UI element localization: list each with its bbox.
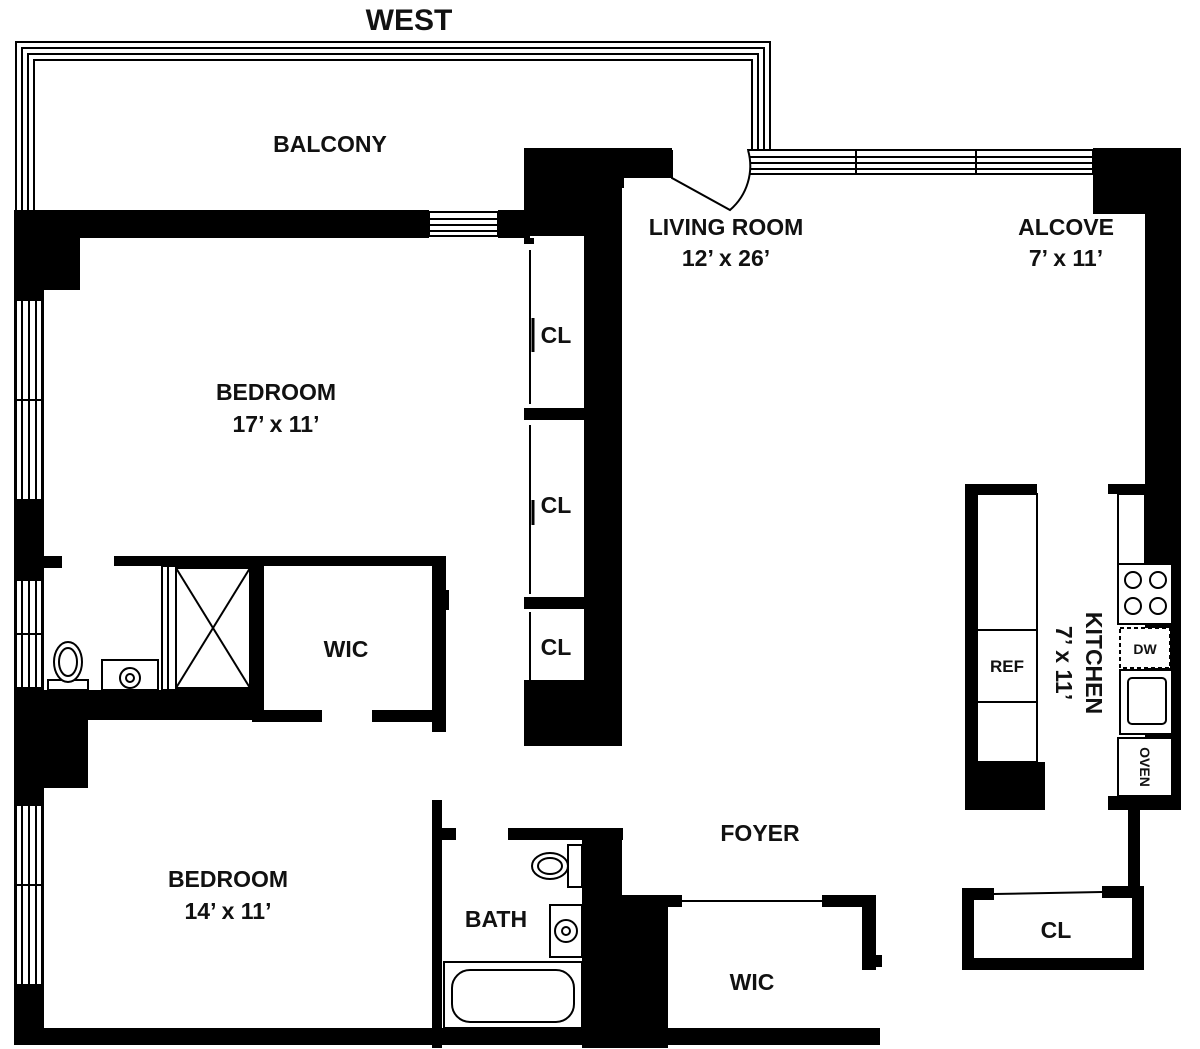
bath-1-fixtures — [47, 565, 253, 691]
dw-label: DW — [1133, 641, 1157, 657]
cl-3-label: CL — [541, 634, 572, 660]
alcove-label: ALCOVE — [1018, 214, 1114, 240]
bath-2-fixtures — [443, 844, 583, 1029]
bedroom-2-label: BEDROOM — [168, 866, 288, 892]
bedroom-1-dims: 17’ x 11’ — [233, 411, 320, 437]
kitchen-dims: 7’ x 11’ — [1051, 626, 1077, 700]
living-room-label: LIVING ROOM — [649, 214, 804, 240]
balcony-label: BALCONY — [273, 131, 387, 157]
doors — [443, 149, 1103, 902]
living-room-dims: 12’ x 26’ — [682, 245, 770, 271]
foyer-label: FOYER — [720, 820, 800, 846]
ref-label: REF — [990, 657, 1024, 676]
kitchen-fixtures — [976, 493, 1173, 797]
cl-1-label: CL — [541, 322, 572, 348]
bath-label: BATH — [465, 906, 527, 932]
wic-1-label: WIC — [324, 636, 369, 662]
alcove-dims: 7’ x 11’ — [1029, 245, 1103, 271]
wic-2-label: WIC — [730, 969, 775, 995]
cl-4-label: CL — [1041, 917, 1072, 943]
windows — [15, 149, 1094, 986]
bedroom-2-dims: 14’ x 11’ — [185, 898, 272, 924]
kitchen-label: KITCHEN — [1081, 612, 1107, 714]
oven-label: OVEN — [1137, 747, 1153, 787]
bedroom-1-label: BEDROOM — [216, 379, 336, 405]
balcony-railing — [15, 41, 771, 212]
orientation-label: WEST — [366, 4, 453, 37]
cl-2-label: CL — [541, 492, 572, 518]
